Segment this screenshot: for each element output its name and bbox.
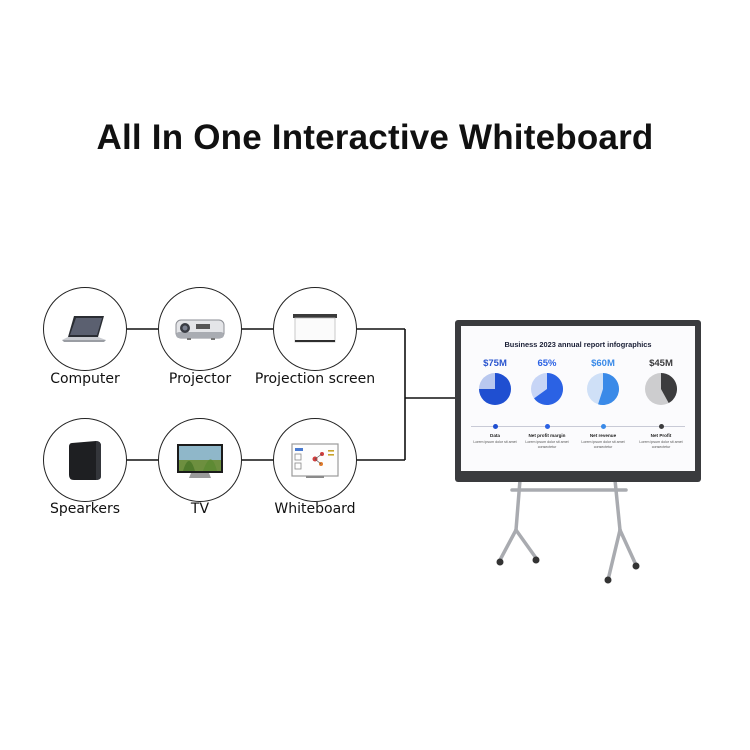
interactive-whiteboard: Business 2023 annual report infographics… — [455, 320, 701, 482]
timeline-line — [471, 426, 685, 427]
device-whiteboard — [273, 418, 357, 502]
board-stand — [496, 478, 640, 584]
device-label-tv: TV — [190, 501, 210, 517]
timeline-dot — [658, 424, 664, 429]
timeline-dot — [600, 424, 606, 429]
device-computer — [43, 287, 127, 371]
stat-description: Lorem ipsum dolor sit amet consectetur — [581, 440, 625, 449]
whiteboard-icon — [291, 443, 339, 478]
speaker-icon — [69, 441, 101, 480]
stat-pie — [531, 373, 563, 405]
device-tv — [158, 418, 242, 502]
device-label-projector: Projector — [168, 371, 232, 387]
stat-description: Lorem ipsum dolor sit amet consectetur — [525, 440, 569, 449]
device-label-whiteboard: Whiteboard — [274, 501, 356, 517]
stat-caption: Net profit margin — [528, 433, 566, 438]
stat-caption: Net revenue — [589, 433, 617, 438]
stat-pie — [645, 373, 677, 405]
timeline-dot — [492, 424, 498, 429]
stat-pie — [479, 373, 511, 405]
projector-icon — [175, 319, 225, 340]
infographic-title: Business 2023 annual report infographics — [504, 340, 652, 349]
pie-slice — [598, 373, 619, 405]
device-projection-screen — [273, 287, 357, 371]
device-speakers — [43, 418, 127, 502]
stat-description: Lorem ipsum dolor sit amet consectetur — [639, 440, 683, 449]
stat-caption: Data — [490, 433, 500, 438]
stat-value: $75M — [483, 358, 507, 369]
board-screen: Business 2023 annual report infographics… — [461, 326, 695, 471]
device-label-projection-screen: Projection screen — [254, 371, 376, 387]
timeline-dot — [544, 424, 550, 429]
device-projector — [158, 287, 242, 371]
stat-value: $60M — [591, 358, 615, 369]
page-title: All In One Interactive Whiteboard — [96, 118, 654, 157]
stat-value: 65% — [537, 358, 557, 369]
projection-screen-icon — [293, 314, 337, 343]
pie-slice — [534, 373, 563, 405]
device-label-computer: Computer — [50, 371, 120, 387]
tv-icon — [177, 444, 223, 478]
pie-slice — [661, 373, 677, 404]
laptop-icon — [62, 316, 106, 342]
stat-value: $45M — [649, 358, 673, 369]
stat-description: Lorem ipsum dolor sit amet — [473, 440, 517, 444]
pie-slice — [479, 373, 511, 405]
stat-caption: Net Profit — [650, 433, 672, 438]
device-label-speakers: Spearkers — [50, 501, 120, 517]
stat-pie — [587, 373, 619, 405]
